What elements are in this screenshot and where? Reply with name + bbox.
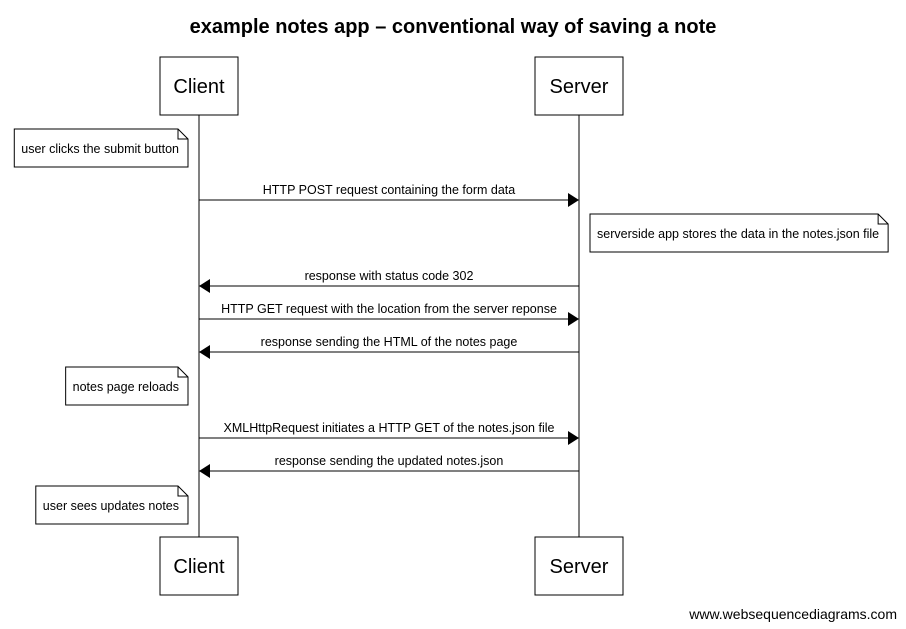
note-box [65, 366, 189, 406]
note-label: notes page reloads [73, 380, 179, 394]
note-box [35, 485, 189, 525]
server-actor-label-bottom: Server [550, 556, 609, 578]
client-actor-box-bottom [159, 536, 239, 596]
message-label: XMLHttpRequest initiates a HTTP GET of t… [224, 421, 555, 435]
arrowhead-icon [568, 193, 579, 207]
note-fold-icon [177, 367, 188, 378]
server-actor-box-bottom [534, 536, 624, 596]
watermark-footer: www.websequencediagrams.com [688, 606, 897, 622]
note-label: user clicks the submit button [21, 142, 179, 156]
message-label: response sending the updated notes.json [275, 454, 504, 468]
client-actor-box-top [159, 56, 239, 116]
note-fold-icon [177, 486, 188, 497]
note-label: serverside app stores the data in the no… [597, 227, 879, 241]
diagram-title: example notes app – conventional way of … [190, 16, 717, 38]
note-box [13, 128, 189, 168]
note-label: user sees updates notes [43, 499, 179, 513]
message-label: response sending the HTML of the notes p… [261, 335, 518, 349]
arrowhead-icon [568, 431, 579, 445]
server-actor-box-top [534, 56, 624, 116]
note-fold-icon [177, 129, 188, 140]
note-fold-icon [877, 214, 889, 225]
arrowhead-icon [199, 464, 210, 478]
message-label: HTTP POST request containing the form da… [263, 183, 515, 197]
arrowhead-icon [199, 279, 210, 293]
client-actor-label-bottom: Client [173, 556, 225, 578]
arrowhead-icon [568, 312, 579, 326]
arrowhead-icon [199, 345, 210, 359]
message-label: HTTP GET request with the location from … [221, 302, 557, 316]
note-box [589, 213, 889, 253]
server-actor-label-top: Server [550, 76, 609, 98]
message-label: response with status code 302 [305, 269, 474, 283]
client-actor-label-top: Client [173, 76, 225, 98]
